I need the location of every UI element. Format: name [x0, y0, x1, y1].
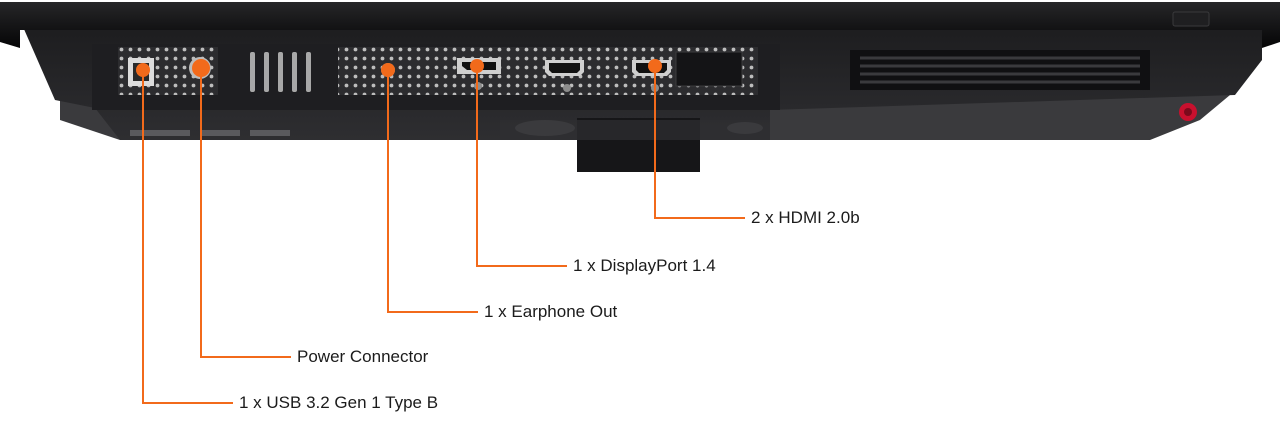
callout-label-usb: 1 x USB 3.2 Gen 1 Type B — [239, 393, 439, 412]
callout-marker-usb — [136, 63, 150, 77]
monitor-bezel — [0, 2, 1280, 48]
leader-line-displayport — [476, 66, 567, 267]
callout-leader-lines — [136, 59, 745, 404]
callout-marker-power — [192, 59, 210, 77]
right-grille-slots — [860, 56, 1140, 84]
hdmi-port-1 — [545, 60, 584, 92]
callout-marker-earphone — [381, 63, 395, 77]
leader-line-power — [200, 68, 291, 358]
leader-line-earphone — [387, 70, 478, 313]
leader-line-usb — [142, 70, 233, 404]
callout-label-hdmi: 2 x HDMI 2.0b — [751, 208, 860, 227]
callout-label-power: Power Connector — [297, 347, 429, 366]
callout-marker-displayport — [470, 59, 484, 73]
vent-slots — [250, 52, 311, 92]
leader-line-hdmi — [654, 66, 745, 219]
callout-label-earphone: 1 x Earphone Out — [484, 302, 618, 321]
right-grille-panel — [850, 50, 1150, 90]
callout-label-displayport: 1 x DisplayPort 1.4 — [573, 256, 716, 275]
callout-marker-hdmi — [648, 59, 662, 73]
